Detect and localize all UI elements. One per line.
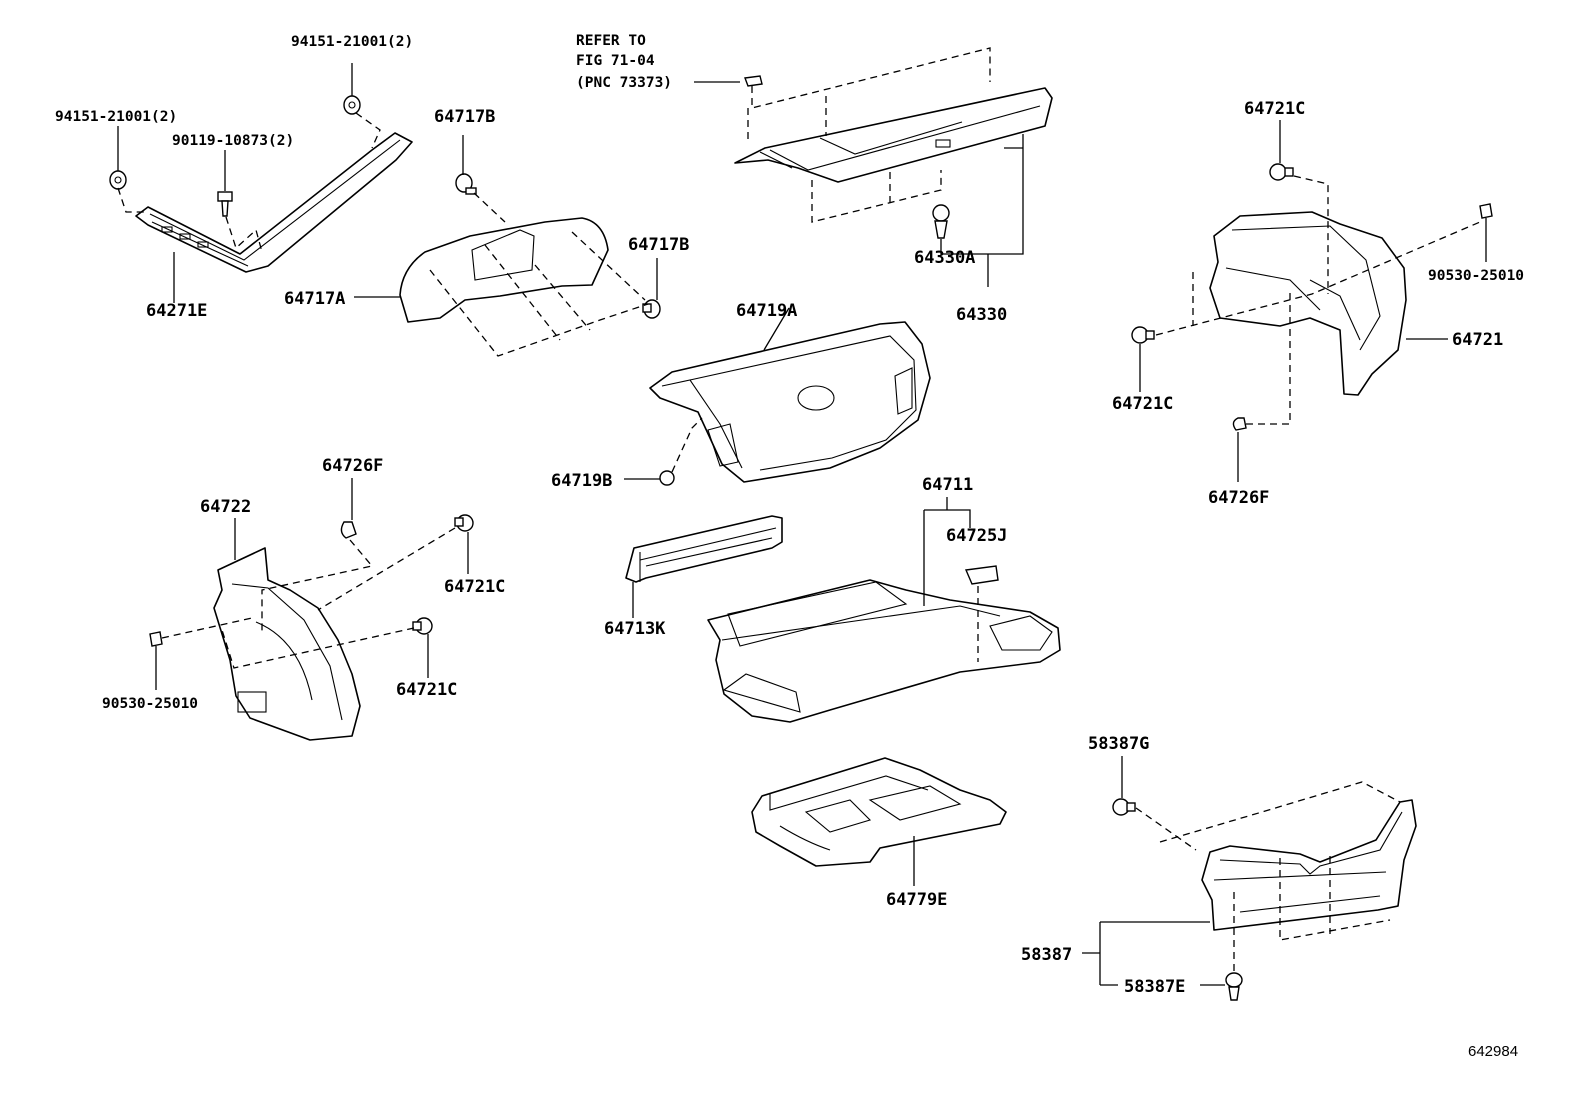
- clip-icon[interactable]: [343, 95, 361, 115]
- figure-code: 642984: [1468, 1043, 1518, 1060]
- clip-icon[interactable]: [1269, 163, 1294, 181]
- clip-icon[interactable]: [1225, 972, 1243, 1001]
- clip-icon[interactable]: [1479, 203, 1493, 219]
- label-64717A[interactable]: 64717A: [284, 289, 345, 309]
- label-64330[interactable]: 64330: [956, 305, 1007, 325]
- label-64721C-right[interactable]: 64721C: [1112, 394, 1173, 414]
- label-64721C-top-right[interactable]: 64721C: [1244, 99, 1305, 119]
- label-90119-10873[interactable]: 90119-10873(2): [172, 133, 294, 149]
- label-64721[interactable]: 64721: [1452, 330, 1503, 350]
- clip-icon[interactable]: [1131, 326, 1155, 344]
- clip-icon[interactable]: [964, 565, 999, 585]
- label-64726F-right[interactable]: 64726F: [1208, 488, 1269, 508]
- label-64717B-right[interactable]: 64717B: [628, 235, 689, 255]
- clip-icon[interactable]: [109, 170, 127, 190]
- part-64721-quarter-trim-rh[interactable]: [1209, 211, 1407, 396]
- part-64719A-lid-lining[interactable]: [649, 321, 931, 483]
- label-58387G[interactable]: 58387G: [1088, 734, 1149, 754]
- label-58387[interactable]: 58387: [1021, 945, 1072, 965]
- part-64711-trunk-mat[interactable]: [707, 579, 1061, 723]
- clip-icon[interactable]: [932, 204, 950, 239]
- part-64722-quarter-trim-lh[interactable]: [213, 547, 361, 741]
- label-90530-25010-left[interactable]: 90530-25010: [102, 696, 198, 712]
- label-64721C-left-1[interactable]: 64721C: [444, 577, 505, 597]
- clip-icon[interactable]: [340, 521, 357, 539]
- refer-note-line-2: FIG 71-04: [576, 53, 655, 69]
- clip-icon[interactable]: [454, 514, 474, 532]
- part-64713K-bracket[interactable]: [625, 515, 783, 583]
- label-64330A[interactable]: 64330A: [914, 248, 975, 268]
- refer-note: REFER TO FIG 71-04 (PNC 73373): [576, 33, 672, 91]
- label-64721C-left-2[interactable]: 64721C: [396, 680, 457, 700]
- clip-icon[interactable]: [412, 617, 433, 635]
- label-90530-25010-right[interactable]: 90530-25010: [1428, 268, 1524, 284]
- label-64779E[interactable]: 64779E: [886, 890, 947, 910]
- clip-icon[interactable]: [149, 631, 163, 647]
- clip-icon[interactable]: [455, 173, 477, 195]
- clip-icon[interactable]: [744, 75, 763, 87]
- clip-icon[interactable]: [1232, 417, 1247, 431]
- part-58387-rear-trim[interactable]: [1201, 799, 1417, 931]
- label-64725J[interactable]: 64725J: [946, 526, 1007, 546]
- label-64717B-top[interactable]: 64717B: [434, 107, 495, 127]
- label-94151-21001-top[interactable]: 94151-21001(2): [291, 34, 413, 50]
- label-64719B[interactable]: 64719B: [551, 471, 612, 491]
- label-64271E[interactable]: 64271E: [146, 301, 207, 321]
- label-64719A[interactable]: 64719A: [736, 301, 797, 321]
- screw-icon[interactable]: [217, 191, 233, 217]
- label-64713K[interactable]: 64713K: [604, 619, 666, 639]
- clip-icon[interactable]: [642, 299, 661, 319]
- part-64779E-tray[interactable]: [751, 757, 1007, 867]
- clip-icon[interactable]: [659, 470, 675, 486]
- clip-icon[interactable]: [1112, 798, 1136, 816]
- part-64330-package-tray[interactable]: [734, 87, 1053, 183]
- label-94151-21001-left[interactable]: 94151-21001(2): [55, 109, 177, 125]
- part-64271E-rail[interactable]: [135, 132, 413, 273]
- label-64726F-left[interactable]: 64726F: [322, 456, 383, 476]
- label-64722[interactable]: 64722: [200, 497, 251, 517]
- refer-note-line-1: REFER TO: [576, 33, 646, 49]
- part-64717A-panel[interactable]: [399, 217, 609, 323]
- refer-note-line-3: (PNC 73373): [576, 75, 672, 91]
- label-58387E[interactable]: 58387E: [1124, 977, 1185, 997]
- label-64711[interactable]: 64711: [922, 475, 973, 495]
